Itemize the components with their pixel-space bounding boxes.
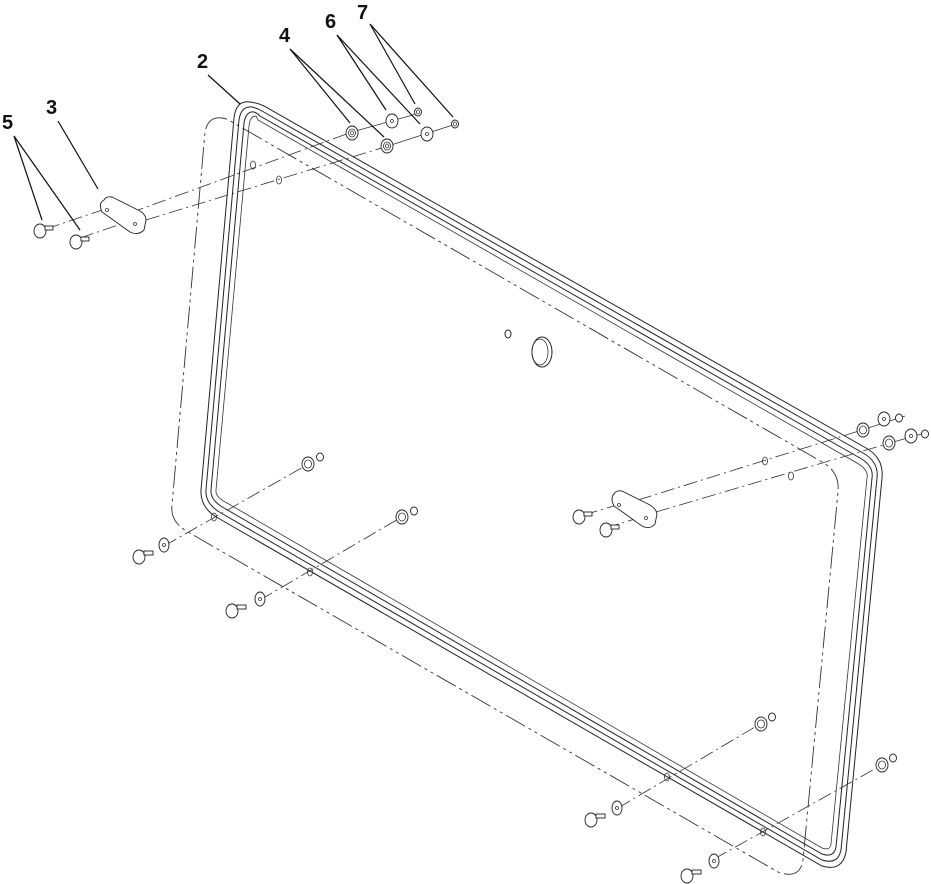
callout-3: 3 (46, 97, 58, 119)
hardware-right-middle (572, 411, 929, 538)
hardware-lower-right (584, 712, 897, 884)
callout-2: 2 (197, 51, 209, 73)
hardware-upper-left (33, 107, 459, 250)
hardware-lower-left (132, 452, 418, 619)
seal-frame (200, 101, 883, 868)
callout-7: 7 (357, 2, 369, 24)
callout-5: 5 (2, 112, 14, 134)
callout-4: 4 (279, 25, 291, 47)
leader-lines (13, 23, 454, 231)
glass-panel (171, 117, 839, 875)
callout-6: 6 (325, 11, 337, 33)
